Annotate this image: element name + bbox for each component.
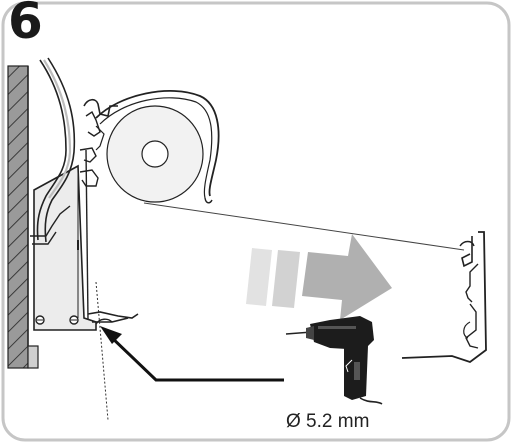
front-profile — [401, 231, 487, 364]
awning-cassette-icon — [79, 90, 220, 204]
drill-axis-line — [95, 281, 109, 421]
fabric-edge-line — [143, 202, 465, 251]
wall-hatching-icon — [7, 65, 39, 369]
power-drill-icon — [285, 316, 383, 405]
motion-arrow-icon — [246, 234, 392, 320]
drill-diameter-label: Ø 5.2 mm — [286, 411, 370, 432]
rail-profile — [30, 57, 76, 245]
pointer-arrow-icon — [100, 326, 284, 382]
step-number: 6 — [8, 0, 43, 50]
